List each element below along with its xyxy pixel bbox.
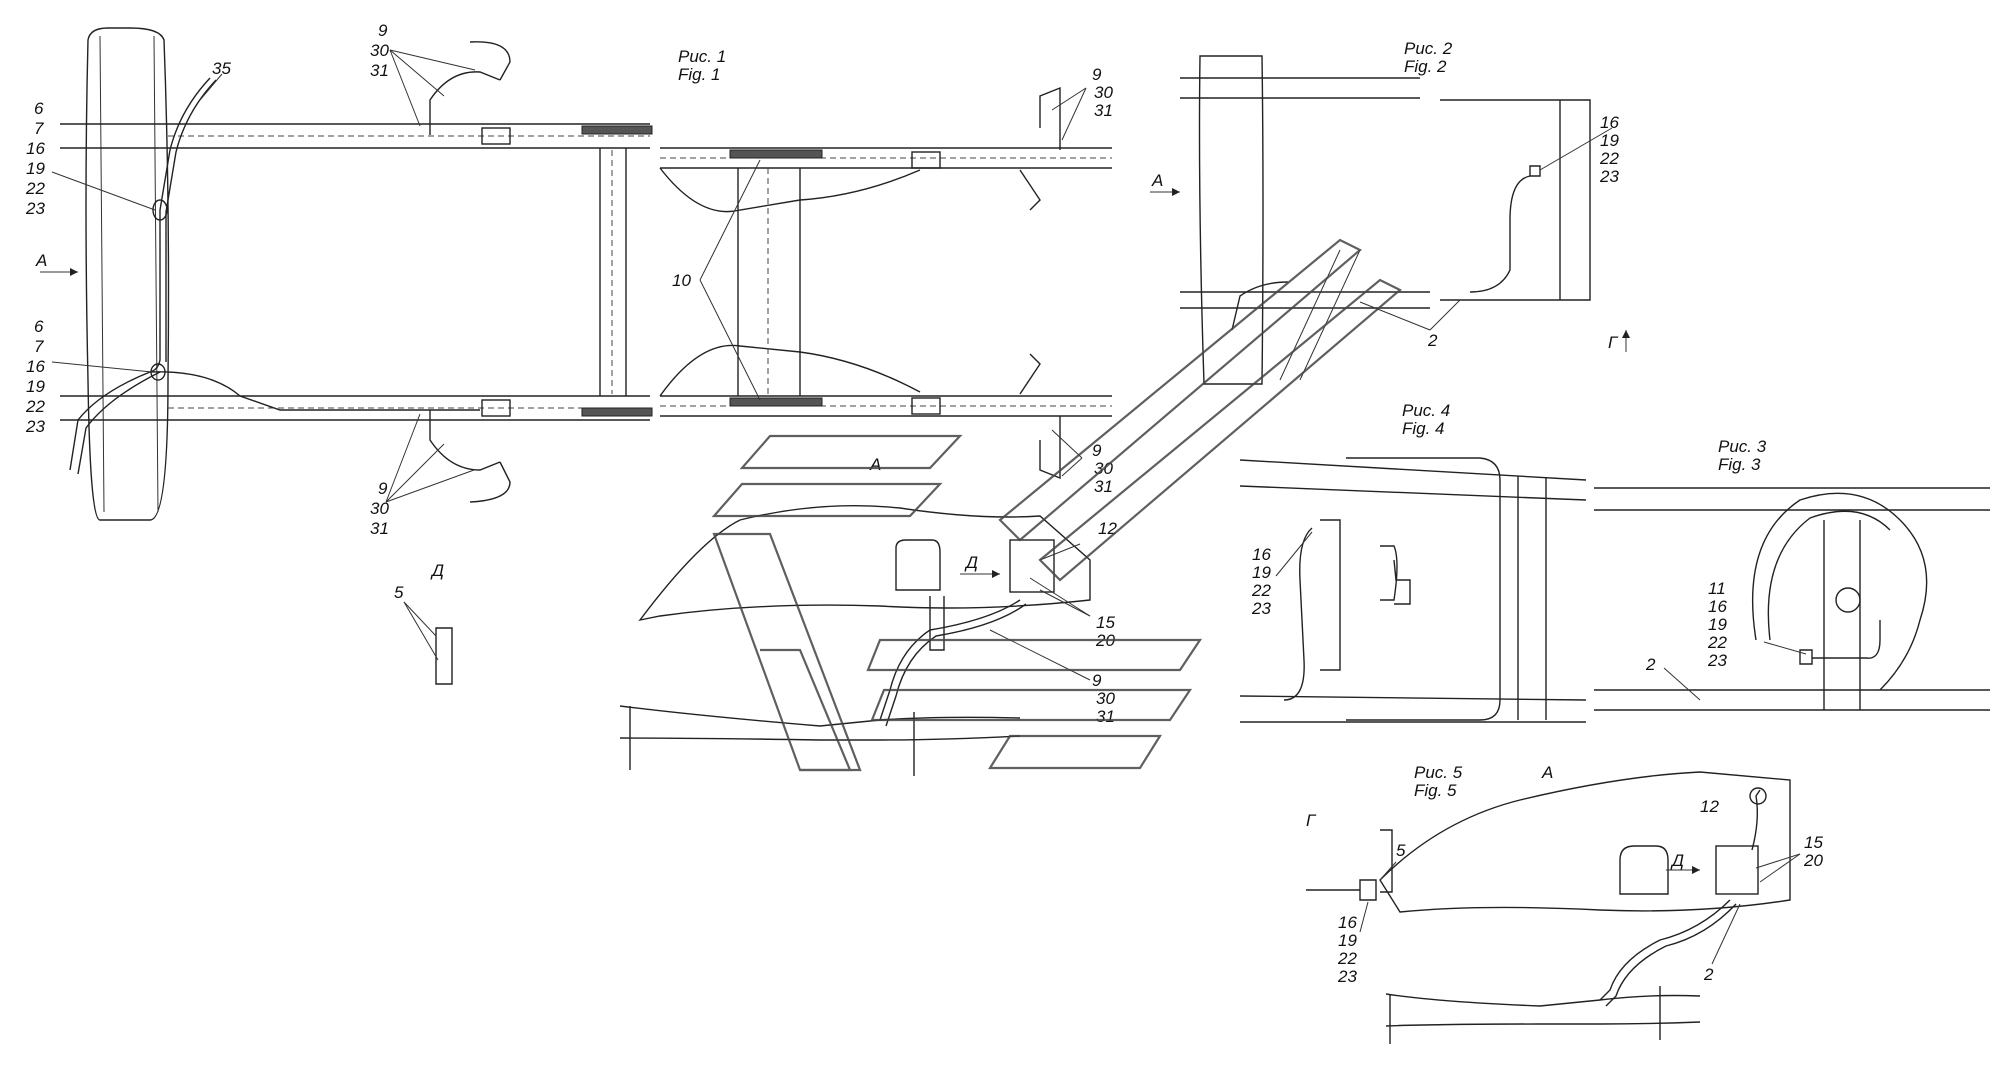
- view-a-label-9: 9: [1092, 671, 1102, 690]
- fig1-label-30-right-top: 30: [1094, 83, 1113, 102]
- view-a-label-15: 15: [1096, 613, 1115, 632]
- view-a-labels: А Д 12 15 20 9 30 31: [869, 455, 1117, 726]
- fig5-labels: Рис. 5 Fig. 5 А Г 5 16 19 22 23 12 15 20…: [1306, 763, 1823, 986]
- fig4-label-16: 16: [1252, 545, 1271, 564]
- fig1-labels: Рис. 1 Fig. 1 А 9 30 31 35 6 7 16 19 22 …: [25, 21, 1113, 602]
- fig4-title-en: Fig. 4: [1402, 419, 1445, 438]
- fig3-label-19: 19: [1708, 615, 1727, 634]
- fig5-view-a: А: [1541, 763, 1553, 782]
- fig1-label-31-right-top: 31: [1094, 101, 1113, 120]
- fig5-label-16: 16: [1338, 913, 1357, 932]
- fig3-label-23: 23: [1707, 651, 1727, 670]
- fig4-label-19: 19: [1252, 563, 1271, 582]
- fig3-title-ru: Рис. 3: [1718, 437, 1767, 456]
- fig2-label-23: 23: [1599, 167, 1619, 186]
- fig1-label-5: 5: [394, 583, 404, 602]
- fig1-view-d: Д: [430, 561, 444, 580]
- fig2-view-g: Г: [1608, 333, 1619, 352]
- fig5-label-19: 19: [1338, 931, 1357, 950]
- fig1-label-9-top: 9: [378, 21, 388, 40]
- fig1-label-19a: 19: [26, 159, 45, 178]
- fig1-label-23b: 23: [25, 417, 45, 436]
- view-a-view-d: Д: [964, 553, 978, 572]
- fig1-title-en: Fig. 1: [678, 65, 721, 84]
- fig1-chassis-view: [60, 27, 1112, 521]
- fig1-label-22b: 22: [25, 397, 45, 416]
- fig3-label-11: 11: [1708, 579, 1726, 598]
- fig3-title-en: Fig. 3: [1718, 455, 1761, 474]
- fig5-label-20: 20: [1803, 851, 1823, 870]
- fig1-label-6a: 6: [34, 99, 44, 118]
- fig5-view-d: Д: [1670, 851, 1684, 870]
- fig1-title-ru: Рис. 1: [678, 47, 726, 66]
- fig1-label-16a: 16: [26, 139, 45, 158]
- fig1-label-16b: 16: [26, 357, 45, 376]
- fig1-label-7a: 7: [34, 119, 44, 138]
- fig5-label-22: 22: [1337, 949, 1357, 968]
- fig5-label-12: 12: [1700, 797, 1719, 816]
- fig1-label-31-bottom: 31: [370, 519, 389, 538]
- fig2-label-22: 22: [1599, 149, 1619, 168]
- view-a-label-30: 30: [1096, 689, 1115, 708]
- fig5-view: [1306, 771, 1801, 1044]
- fig2-label-2: 2: [1427, 331, 1438, 350]
- fig4-title-ru: Рис. 4: [1402, 401, 1450, 420]
- fig3-label-22: 22: [1707, 633, 1727, 652]
- fig1-label-23a: 23: [25, 199, 45, 218]
- fig1-label-9-right-bottom: 9: [1092, 441, 1102, 460]
- fig2-view-arrow: А: [1151, 171, 1163, 190]
- fig1-label-19b: 19: [26, 377, 45, 396]
- fig1-label-22a: 22: [25, 179, 45, 198]
- fig3-labels: Рис. 3 Fig. 3 11 16 19 22 23 2: [1645, 437, 1767, 674]
- fig1-label-9-bottom: 9: [378, 479, 388, 498]
- fig1-label-10: 10: [672, 271, 691, 290]
- fig3-view: [1594, 487, 1990, 711]
- view-a-label-31: 31: [1096, 707, 1115, 726]
- fig5-label-5: 5: [1396, 841, 1406, 860]
- fig1-detail-5: [403, 601, 453, 685]
- fig2-labels: Рис. 2 Fig. 2 А 16 19 22 23 2 Г: [1151, 39, 1619, 352]
- view-a-label-12: 12: [1098, 519, 1117, 538]
- fig5-label-2: 2: [1703, 965, 1714, 984]
- fig1-leaders: [40, 49, 1087, 503]
- fig1-label-30-top: 30: [370, 41, 389, 60]
- view-a: [619, 505, 1091, 776]
- fig5-title-ru: Рис. 5: [1414, 763, 1463, 782]
- fig2-view: [1150, 55, 1630, 385]
- fig4-labels: Рис. 4 Fig. 4 16 19 22 23: [1251, 401, 1450, 618]
- fig4-label-23: 23: [1251, 599, 1271, 618]
- view-a-title: А: [869, 455, 881, 474]
- fig1-label-9-right-top: 9: [1092, 65, 1102, 84]
- fig1-view-arrow: А: [35, 251, 47, 270]
- watermark-logo: [711, 238, 1402, 772]
- fig2-title-en: Fig. 2: [1404, 57, 1447, 76]
- fig3-label-16: 16: [1708, 597, 1727, 616]
- fig2-label-16: 16: [1600, 113, 1619, 132]
- fig1-label-35: 35: [212, 59, 231, 78]
- fig1-label-31-right-bottom: 31: [1094, 477, 1113, 496]
- fig1-label-30-bottom: 30: [370, 499, 389, 518]
- fig5-label-15: 15: [1804, 833, 1823, 852]
- fig5-title-en: Fig. 5: [1414, 781, 1457, 800]
- fig1-label-6b: 6: [34, 317, 44, 336]
- fig5-label-23: 23: [1337, 967, 1357, 986]
- fig2-title-ru: Рис. 2: [1404, 39, 1453, 58]
- fig1-label-7b: 7: [34, 337, 44, 356]
- fig4-label-22: 22: [1251, 581, 1271, 600]
- fig1-label-31-top: 31: [370, 61, 389, 80]
- fig5-view-g: Г: [1306, 811, 1317, 830]
- fig2-label-19: 19: [1600, 131, 1619, 150]
- fig3-label-2: 2: [1645, 655, 1656, 674]
- fig4-view: [1239, 457, 1587, 723]
